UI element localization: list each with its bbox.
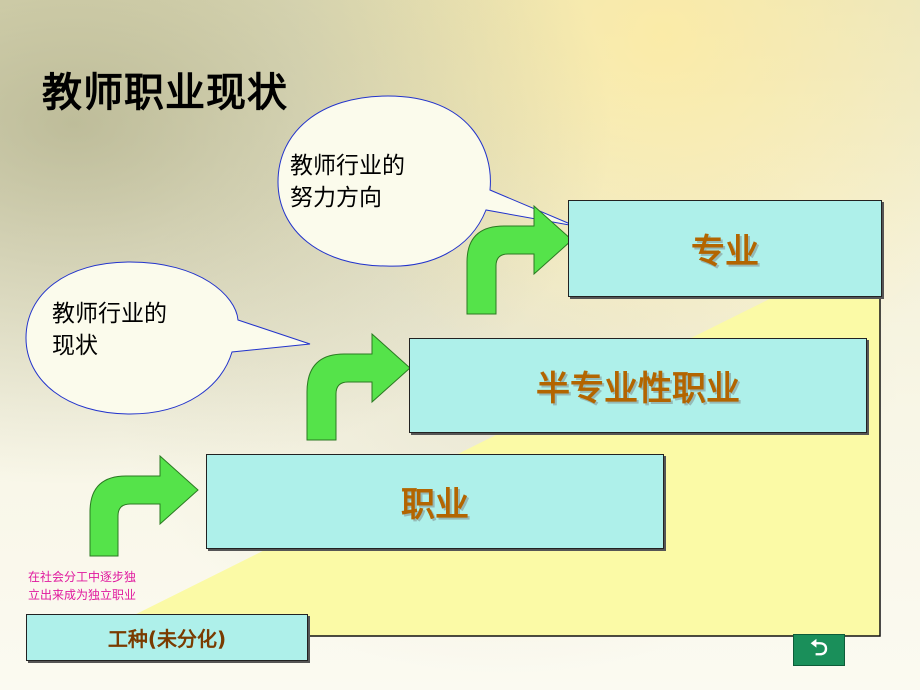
bubble-direction-line1: 教师行业的 bbox=[290, 153, 405, 179]
step-arrow-1 bbox=[89, 454, 199, 557]
level-trade-label: 工种(未分化) bbox=[107, 627, 227, 651]
annotation-line2: 立出来成为独立职业 bbox=[28, 588, 137, 602]
page-title: 教师职业现状 bbox=[42, 70, 288, 116]
return-button[interactable]: ⮌ bbox=[793, 634, 845, 666]
speech-bubble-direction bbox=[277, 95, 576, 267]
speech-bubble-status bbox=[25, 261, 311, 415]
level-profession-box: 专业 bbox=[568, 200, 882, 297]
bubble-direction-line2: 努力方向 bbox=[290, 185, 382, 211]
return-icon: ⮌ bbox=[810, 636, 828, 661]
annotation-note: 在社会分工中逐步独 立出来成为独立职业 bbox=[28, 568, 136, 604]
bubble-status-line2: 现状 bbox=[52, 333, 98, 359]
ramp-border bbox=[300, 244, 881, 637]
bubble-status-line1: 教师行业的 bbox=[52, 301, 167, 327]
level-occupation-label: 职业 bbox=[401, 485, 469, 525]
level-occupation-box: 职业 bbox=[206, 454, 664, 549]
annotation-line1: 在社会分工中逐步独 bbox=[28, 570, 137, 584]
level-profession-label: 专业 bbox=[691, 232, 759, 272]
bubble-direction-text: 教师行业的 努力方向 bbox=[290, 150, 405, 214]
level-semi-profession-label: 半专业性职业 bbox=[536, 369, 740, 409]
level-trade-box: 工种(未分化) bbox=[26, 614, 308, 661]
step-arrow-2 bbox=[306, 332, 411, 441]
bubble-status-text: 教师行业的 现状 bbox=[52, 298, 167, 362]
level-semi-profession-box: 半专业性职业 bbox=[409, 338, 867, 433]
